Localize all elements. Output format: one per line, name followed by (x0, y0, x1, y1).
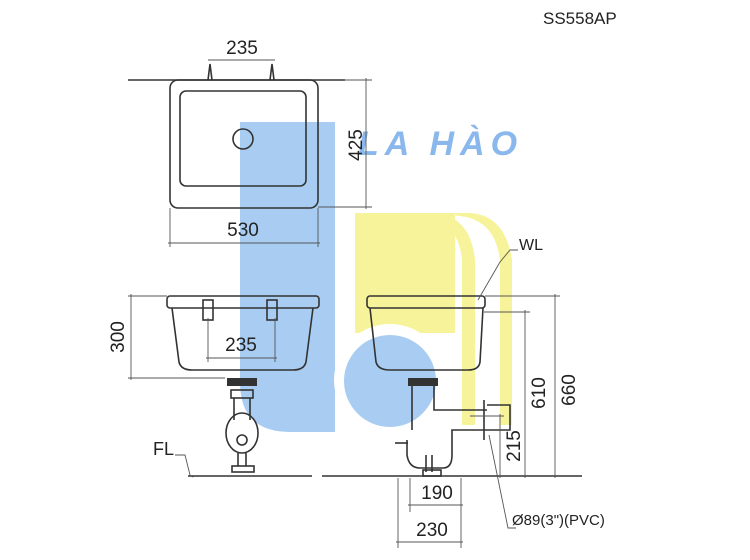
watermark-text: LA HÀO (358, 125, 523, 163)
side-view: 660 610 215 190 230 Ø89(3")(PVC) WL (322, 237, 605, 548)
pipe-label: Ø89(3")(PVC) (512, 512, 605, 529)
watermark-yellow-shape (355, 213, 512, 425)
dim-side-190: 190 (421, 483, 453, 504)
dim-top-530: 530 (227, 220, 259, 241)
dim-side-660: 660 (559, 374, 580, 406)
dim-side-230: 230 (416, 520, 448, 541)
drain-icon (232, 128, 254, 150)
floor-label: FL (153, 439, 174, 459)
dim-top-425: 425 (346, 129, 367, 161)
dim-top-235: 235 (226, 38, 258, 59)
water-level-label: WL (519, 237, 543, 254)
watermark-blue-bar (240, 122, 335, 432)
front-view: 300 235 FL (108, 294, 320, 478)
dim-side-610: 610 (529, 377, 550, 409)
dim-front-300: 300 (108, 321, 129, 353)
watermark-blue-circle (344, 335, 436, 427)
watermark-yellow-block (355, 213, 455, 333)
dim-front-235: 235 (225, 335, 257, 356)
top-view: 235 425 530 (128, 38, 372, 247)
model-title: SS558AP (543, 9, 617, 28)
dim-side-215: 215 (504, 430, 525, 462)
watermark: LA HÀO (240, 122, 523, 436)
